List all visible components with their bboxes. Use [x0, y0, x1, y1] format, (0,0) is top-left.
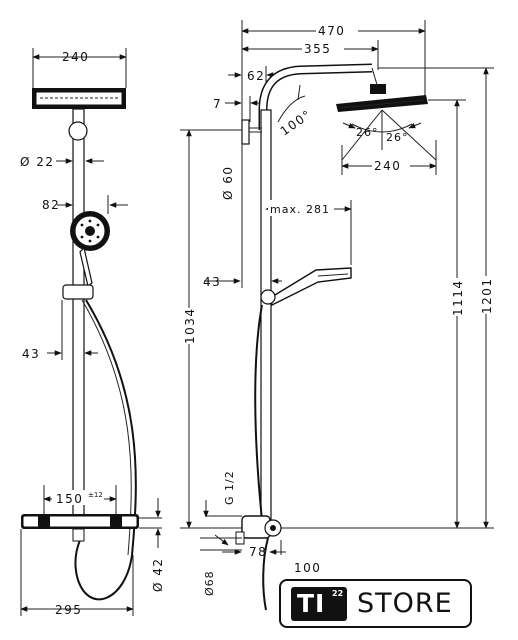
side-riser-pipe — [260, 109, 272, 531]
side-handshower — [269, 267, 352, 307]
dim-thread: G 1/2 — [223, 470, 236, 505]
dim-riser-1034: 1034 — [183, 307, 197, 344]
front-riser-pipe — [72, 108, 85, 530]
logo-ti-text: TI — [297, 589, 326, 618]
dim-outlet-diameter: Ø 42 — [151, 557, 165, 592]
side-view: 470 355 62 7 100° — [180, 20, 495, 611]
dim-bracket-7: 7 — [213, 97, 222, 111]
side-wall-bracket — [241, 119, 250, 145]
dim-spray-left: 26° — [356, 126, 379, 139]
dim-height-1114: 1114 — [451, 279, 465, 316]
dim-rosette-diameter: Ø68 — [203, 570, 216, 596]
logo-store-text: STORE — [357, 588, 453, 619]
front-slider — [62, 284, 94, 300]
store-logo: TI 22 STORE — [279, 579, 472, 628]
dim-total-projection-470: 470 — [318, 24, 345, 38]
front-view: 240 Ø 22 82 — [20, 48, 165, 617]
dim-front-width-240: 240 — [62, 50, 89, 64]
dim-wall-62: 62 — [247, 69, 265, 83]
dim-handshower-82: 82 — [42, 198, 60, 212]
dim-thermostat-tolerance: ±12 — [88, 491, 103, 499]
dim-bracket-diameter: Ø 60 — [221, 165, 235, 200]
dim-height-1201: 1201 — [480, 277, 494, 314]
dim-overall-295: 295 — [55, 603, 82, 617]
dim-arm-355: 355 — [304, 42, 331, 56]
dim-riser-43: 43 — [22, 347, 40, 361]
logo-superscript: 22 — [332, 589, 344, 598]
dim-partial-100: 100 — [294, 561, 321, 575]
dim-spray-right: 26° — [386, 131, 409, 144]
dim-head-240: 240 — [374, 159, 401, 173]
logo-mark: TI 22 — [291, 587, 347, 621]
dim-arm-angle: 100° — [278, 107, 315, 138]
dim-valve-78: 78 — [249, 545, 267, 559]
dim-thermostat-150: 150 — [56, 492, 83, 506]
dim-max-281: max. 281 — [270, 203, 330, 216]
dim-pipe-diameter: Ø 22 — [20, 155, 55, 169]
dim-handshower-wall-43: 43 — [203, 275, 221, 289]
